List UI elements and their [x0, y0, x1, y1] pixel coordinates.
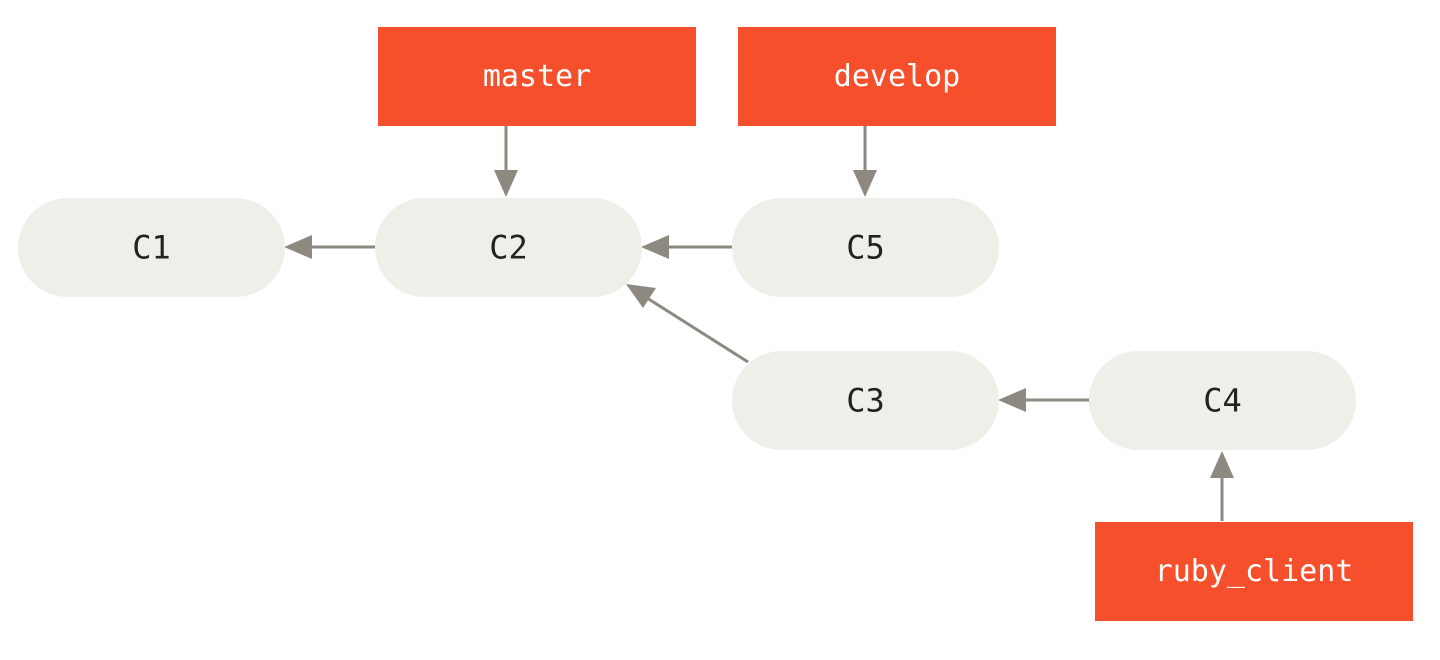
branch-name-develop: develop	[834, 59, 960, 94]
arrow-ruby-client-to-c4	[1210, 451, 1234, 521]
branch-name-ruby-client: ruby_client	[1155, 554, 1354, 589]
branch-label-ruby-client: ruby_client	[1095, 522, 1413, 621]
commit-label-c3: C3	[846, 382, 885, 420]
arrow-c5-to-c2	[641, 235, 732, 259]
branch-label-master: master	[378, 27, 696, 126]
commit-node-c3: C3	[732, 351, 999, 450]
commit-label-c4: C4	[1203, 382, 1242, 420]
commit-label-c2: C2	[489, 229, 528, 267]
arrow-c2-to-c1	[284, 235, 375, 259]
branch-name-master: master	[483, 59, 591, 94]
commit-node-c2: C2	[375, 198, 642, 297]
commit-node-c5: C5	[732, 198, 999, 297]
branch-label-develop: develop	[738, 27, 1056, 126]
arrow-master-to-c2	[494, 126, 518, 197]
commit-label-c5: C5	[846, 229, 885, 267]
arrow-c4-to-c3	[998, 388, 1089, 412]
arrow-develop-to-c5	[853, 126, 877, 197]
commit-label-c1: C1	[132, 229, 171, 267]
arrow-c3-to-c2	[626, 284, 749, 364]
commit-node-c4: C4	[1089, 351, 1356, 450]
commit-node-c1: C1	[18, 198, 285, 297]
